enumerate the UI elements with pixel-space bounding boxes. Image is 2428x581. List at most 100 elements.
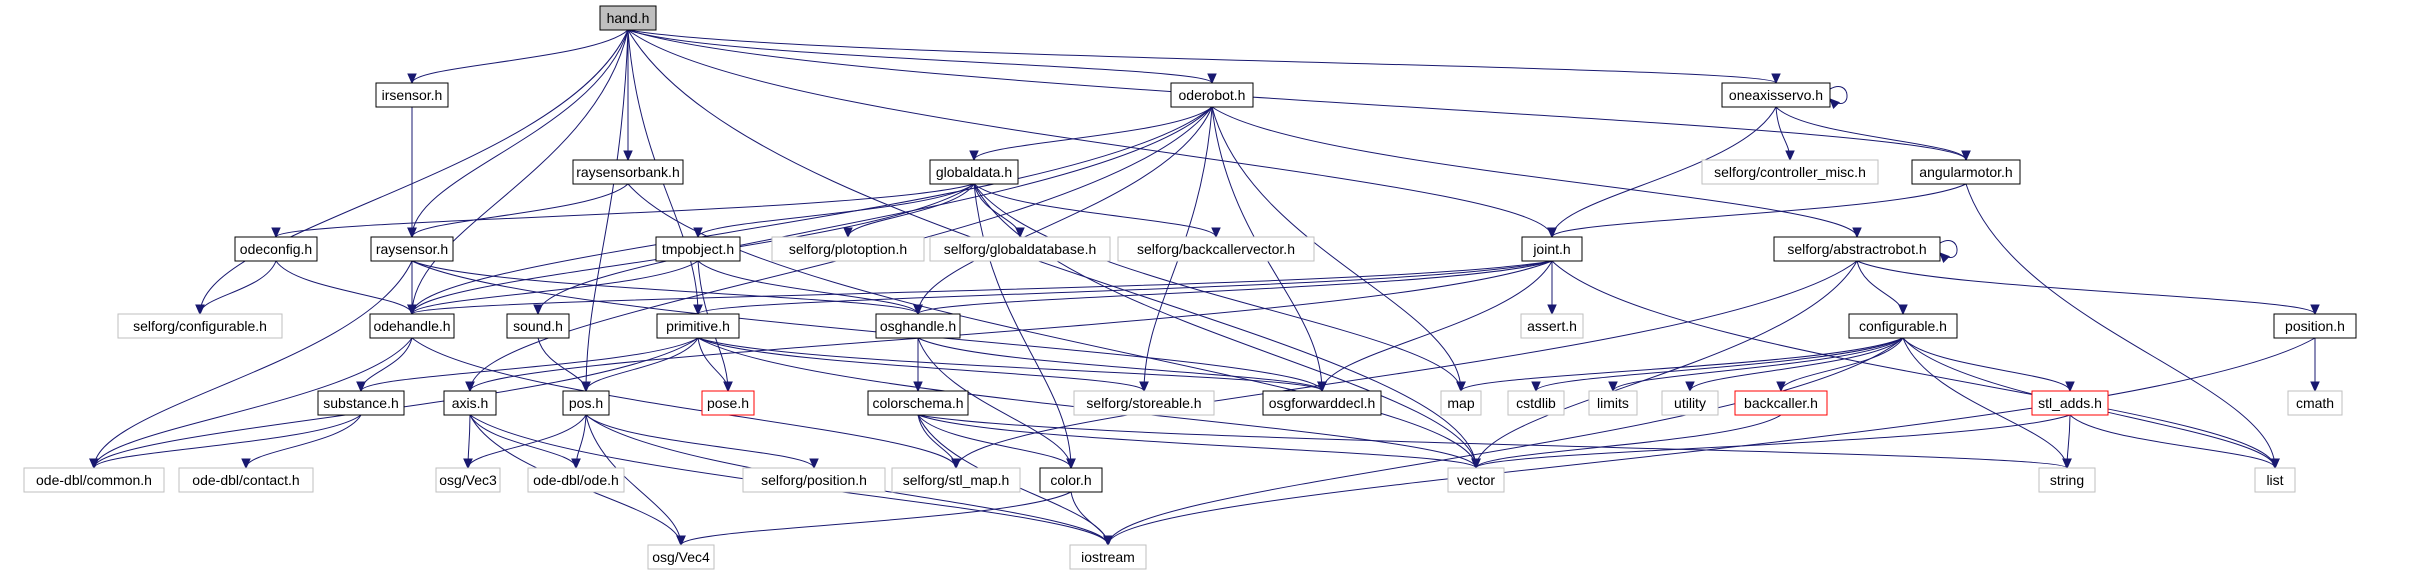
node-oneaxisservo-h[interactable]: oneaxisservo.h bbox=[1721, 82, 1831, 108]
node-osghandle-h[interactable]: osghandle.h bbox=[875, 313, 961, 339]
node-box bbox=[117, 313, 283, 339]
edge-osghandle-h-to-colorschema-h bbox=[913, 338, 923, 393]
node-label: vector bbox=[1457, 472, 1495, 488]
edge-layer bbox=[89, 29, 2320, 547]
node-oderobot-h[interactable]: oderobot.h bbox=[1170, 82, 1254, 108]
arrowhead bbox=[623, 150, 633, 162]
node-stl-adds-h: stl_adds.h bbox=[2031, 390, 2109, 416]
node-globaldata-h[interactable]: globaldata.h bbox=[929, 159, 1019, 185]
edge-primitive-h-to-pose-h bbox=[697, 337, 733, 393]
arrowhead bbox=[2310, 304, 2320, 316]
node-angularmotor-h[interactable]: angularmotor.h bbox=[1911, 159, 2021, 185]
node-selforg-globaldatabase-h: selforg/globaldatabase.h bbox=[929, 236, 1111, 262]
arrowhead bbox=[571, 458, 581, 470]
node-label: stl_adds.h bbox=[2038, 395, 2102, 411]
node-box bbox=[572, 159, 684, 185]
edge-oneaxisservo-h-to-angularmotor-h bbox=[1775, 106, 1971, 162]
arrowhead bbox=[407, 73, 417, 85]
node-raysensorbank-h[interactable]: raysensorbank.h bbox=[572, 159, 684, 185]
node-selforg-abstractrobot-h[interactable]: selforg/abstractrobot.h bbox=[1773, 236, 1941, 262]
node-box bbox=[1734, 390, 1828, 416]
node-position-h[interactable]: position.h bbox=[2273, 313, 2357, 339]
node-configurable-h[interactable]: configurable.h bbox=[1848, 313, 1958, 339]
node-box bbox=[443, 390, 497, 416]
node-label: string bbox=[2050, 472, 2084, 488]
node-label: selforg/controller_misc.h bbox=[1714, 164, 1866, 180]
edge-joint-h-to-assert-h bbox=[1547, 260, 1557, 316]
node-label: assert.h bbox=[1527, 318, 1577, 334]
arrowhead bbox=[465, 381, 475, 393]
node-label: pose.h bbox=[707, 395, 749, 411]
edge-irsensor-h-to-raysensor-h bbox=[407, 107, 417, 239]
arrowhead bbox=[463, 458, 473, 470]
node-osgforwarddecl-h[interactable]: osgforwarddecl.h bbox=[1262, 390, 1382, 416]
arrowhead bbox=[1785, 150, 1795, 162]
node-box bbox=[875, 313, 961, 339]
node-odehandle-h[interactable]: odehandle.h bbox=[369, 313, 455, 339]
edge-oderobot-h-to-selforg-abstractrobot-h bbox=[1211, 106, 1862, 239]
node-label: selforg/plotoption.h bbox=[789, 241, 907, 257]
node-box bbox=[2273, 313, 2357, 339]
arrowhead bbox=[1898, 304, 1908, 316]
node-joint-h[interactable]: joint.h bbox=[1521, 236, 1583, 262]
arrowhead bbox=[1317, 381, 1327, 393]
node-color-h[interactable]: color.h bbox=[1039, 467, 1103, 493]
node-box bbox=[929, 159, 1019, 185]
node-box bbox=[527, 467, 625, 493]
edge-stl-adds-h-to-vector bbox=[1471, 414, 2071, 470]
node-label: selforg/storeable.h bbox=[1086, 395, 1201, 411]
edge-stl-adds-h-to-string bbox=[2062, 414, 2072, 470]
arrowhead bbox=[723, 381, 733, 393]
arrowhead bbox=[1829, 98, 1840, 109]
node-colorschema-h[interactable]: colorschema.h bbox=[867, 390, 969, 416]
node-label: osghandle.h bbox=[880, 318, 956, 334]
node-odeconfig-h[interactable]: odeconfig.h bbox=[234, 236, 318, 262]
edge-configurable-h-to-limits bbox=[1608, 337, 1904, 393]
arrowhead bbox=[809, 458, 819, 470]
node-layer: hand.h irsensor.h oderobot.h oneaxisservo.h… bbox=[23, 5, 2357, 570]
node-box bbox=[655, 236, 741, 262]
node-label: colorschema.h bbox=[872, 395, 963, 411]
arrowhead bbox=[1852, 227, 1862, 239]
node-backcaller-h: backcaller.h bbox=[1734, 390, 1828, 416]
node-raysensor-h[interactable]: raysensor.h bbox=[370, 236, 454, 262]
node-hand-h[interactable]: hand.h bbox=[599, 5, 657, 31]
node-box bbox=[375, 82, 449, 108]
edge-globaldata-h-to-odeconfig-h bbox=[271, 183, 975, 239]
node-irsensor-h[interactable]: irsensor.h bbox=[375, 82, 449, 108]
node-sound-h[interactable]: sound.h bbox=[506, 313, 570, 339]
node-limits: limits bbox=[1588, 390, 1638, 416]
node-label: selforg/abstractrobot.h bbox=[1787, 241, 1926, 257]
edge-colorschema-h-to-color-h bbox=[917, 414, 1076, 470]
node-primitive-h[interactable]: primitive.h bbox=[656, 313, 740, 339]
node-label: axis.h bbox=[452, 395, 489, 411]
arrowhead bbox=[2065, 381, 2075, 393]
arrowhead bbox=[1771, 73, 1781, 85]
node-substance-h[interactable]: substance.h bbox=[317, 390, 405, 416]
node-box bbox=[562, 390, 610, 416]
node-iostream: iostream bbox=[1069, 544, 1147, 570]
arrowhead bbox=[676, 535, 686, 547]
edge-primitive-h-to-osgforwarddecl-h bbox=[697, 337, 1327, 393]
node-label: limits bbox=[1597, 395, 1629, 411]
node-selforg-backcallervector-h: selforg/backcallervector.h bbox=[1117, 236, 1315, 262]
node-label: odeconfig.h bbox=[240, 241, 312, 257]
node-axis-h[interactable]: axis.h bbox=[443, 390, 497, 416]
node-pos-h[interactable]: pos.h bbox=[562, 390, 610, 416]
arrowhead bbox=[1961, 150, 1971, 162]
node-tmpobject-h[interactable]: tmpobject.h bbox=[655, 236, 741, 262]
node-selforg-controller-misc-h: selforg/controller_misc.h bbox=[1701, 159, 1879, 185]
node-label: backcaller.h bbox=[1744, 395, 1818, 411]
arrowhead bbox=[1207, 73, 1217, 85]
node-label: list bbox=[2266, 472, 2283, 488]
arrowhead bbox=[2270, 458, 2280, 470]
edge-selforg-abstractrobot-h-to-position-h bbox=[1856, 260, 2320, 316]
edge-joint-h-to-list bbox=[1551, 260, 2280, 470]
node-string: string bbox=[2038, 467, 2096, 493]
edge-odeconfig-h-to-odehandle-h bbox=[275, 260, 417, 316]
arrowhead bbox=[951, 458, 961, 470]
arrowhead bbox=[1531, 381, 1541, 393]
edge-angularmotor-h-to-joint-h bbox=[1547, 183, 1967, 239]
arrowhead bbox=[1211, 227, 1221, 239]
node-cmath: cmath bbox=[2287, 390, 2343, 416]
